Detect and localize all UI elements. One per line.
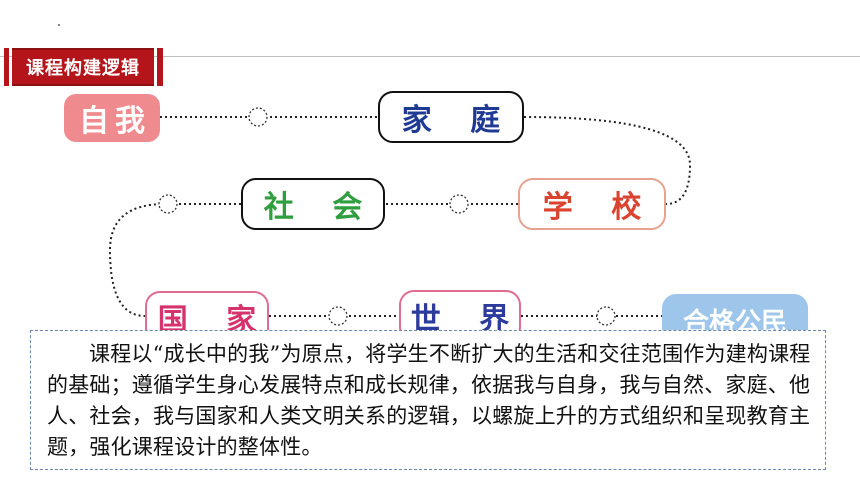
node-school-label: 学 校 — [542, 190, 656, 225]
header-title: 课程构建逻辑 — [26, 58, 140, 79]
description-text: 课程以“成长中的我”为原点，将学生不断扩大的生活和交往范围作为建构课程的基础；遵… — [47, 342, 811, 459]
header-left-bar — [4, 48, 9, 86]
node-society-label: 社 会 — [263, 190, 377, 225]
decor-dot — [58, 24, 60, 26]
top-divider-line — [0, 56, 860, 57]
section-header: 课程构建逻辑 — [4, 48, 163, 86]
node-self: 自我 — [64, 94, 160, 142]
junction-circle — [596, 306, 616, 326]
header-right-bar — [157, 48, 163, 86]
connector-society-nation — [108, 203, 241, 317]
junction-circle — [158, 194, 178, 214]
description-box: 课程以“成长中的我”为原点，将学生不断扩大的生活和交往范围作为建构课程的基础；遵… — [30, 330, 826, 470]
junction-circle — [449, 194, 469, 214]
node-society: 社 会 — [241, 178, 385, 230]
node-home: 家 庭 — [378, 91, 524, 143]
node-school: 学 校 — [518, 178, 666, 230]
junction-circle — [328, 306, 348, 326]
header-title-box: 课程构建逻辑 — [12, 48, 154, 86]
node-self-label: 自我 — [79, 104, 151, 139]
junction-circle — [248, 107, 268, 127]
node-home-label: 家 庭 — [401, 103, 515, 138]
